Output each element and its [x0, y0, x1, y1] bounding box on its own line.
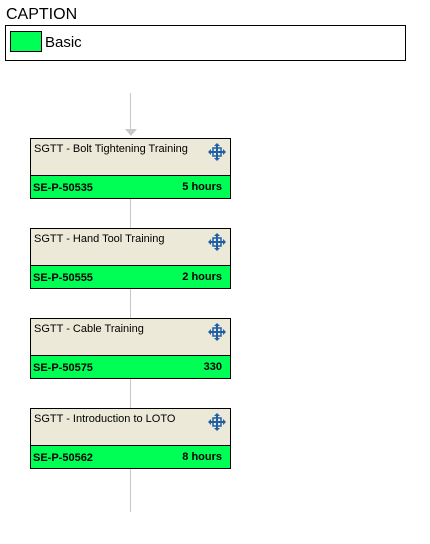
- connector-line-3-4: [130, 378, 131, 408]
- course-card[interactable]: SGTT - Hand Tool Training SE-P-50555 2 h…: [30, 228, 231, 289]
- course-card[interactable]: SGTT - Bolt Tightening Training SE-P-505…: [30, 138, 231, 199]
- move-crosshair-icon[interactable]: [208, 413, 226, 431]
- course-card[interactable]: SGTT - Introduction to LOTO SE-P-50562 8…: [30, 408, 231, 469]
- course-code: SE-P-50555: [33, 272, 93, 284]
- move-crosshair-icon[interactable]: [208, 143, 226, 161]
- course-code: SE-P-50575: [33, 362, 93, 374]
- course-duration: 8 hours: [182, 451, 222, 463]
- course-footer: SE-P-50555 2 hours: [31, 265, 230, 288]
- caption-title: CAPTION: [6, 6, 78, 23]
- connector-line-2-3: [130, 288, 131, 318]
- course-footer: SE-P-50535 5 hours: [31, 175, 230, 198]
- move-crosshair-icon[interactable]: [208, 323, 226, 341]
- course-title: SGTT - Hand Tool Training: [34, 233, 165, 245]
- course-code: SE-P-50562: [33, 452, 93, 464]
- course-duration: 5 hours: [182, 181, 222, 193]
- move-crosshair-icon[interactable]: [208, 233, 226, 251]
- connector-line-1-2: [130, 198, 131, 228]
- legend-box: Basic: [5, 25, 406, 61]
- connector-arrow-head: [125, 129, 137, 136]
- legend-swatch-basic: [10, 31, 42, 52]
- course-card[interactable]: SGTT - Cable Training SE-P-50575 330: [30, 318, 231, 379]
- course-duration: 330: [203, 361, 222, 373]
- connector-line-bottom: [130, 468, 131, 512]
- course-title: SGTT - Cable Training: [34, 323, 144, 335]
- course-code: SE-P-50535: [33, 182, 93, 194]
- course-footer: SE-P-50562 8 hours: [31, 445, 230, 468]
- legend-label-basic: Basic: [45, 34, 82, 51]
- course-duration: 2 hours: [182, 271, 222, 283]
- course-title: SGTT - Introduction to LOTO: [34, 413, 176, 425]
- connector-line-top: [130, 93, 131, 130]
- course-title: SGTT - Bolt Tightening Training: [34, 143, 188, 155]
- course-footer: SE-P-50575 330: [31, 355, 230, 378]
